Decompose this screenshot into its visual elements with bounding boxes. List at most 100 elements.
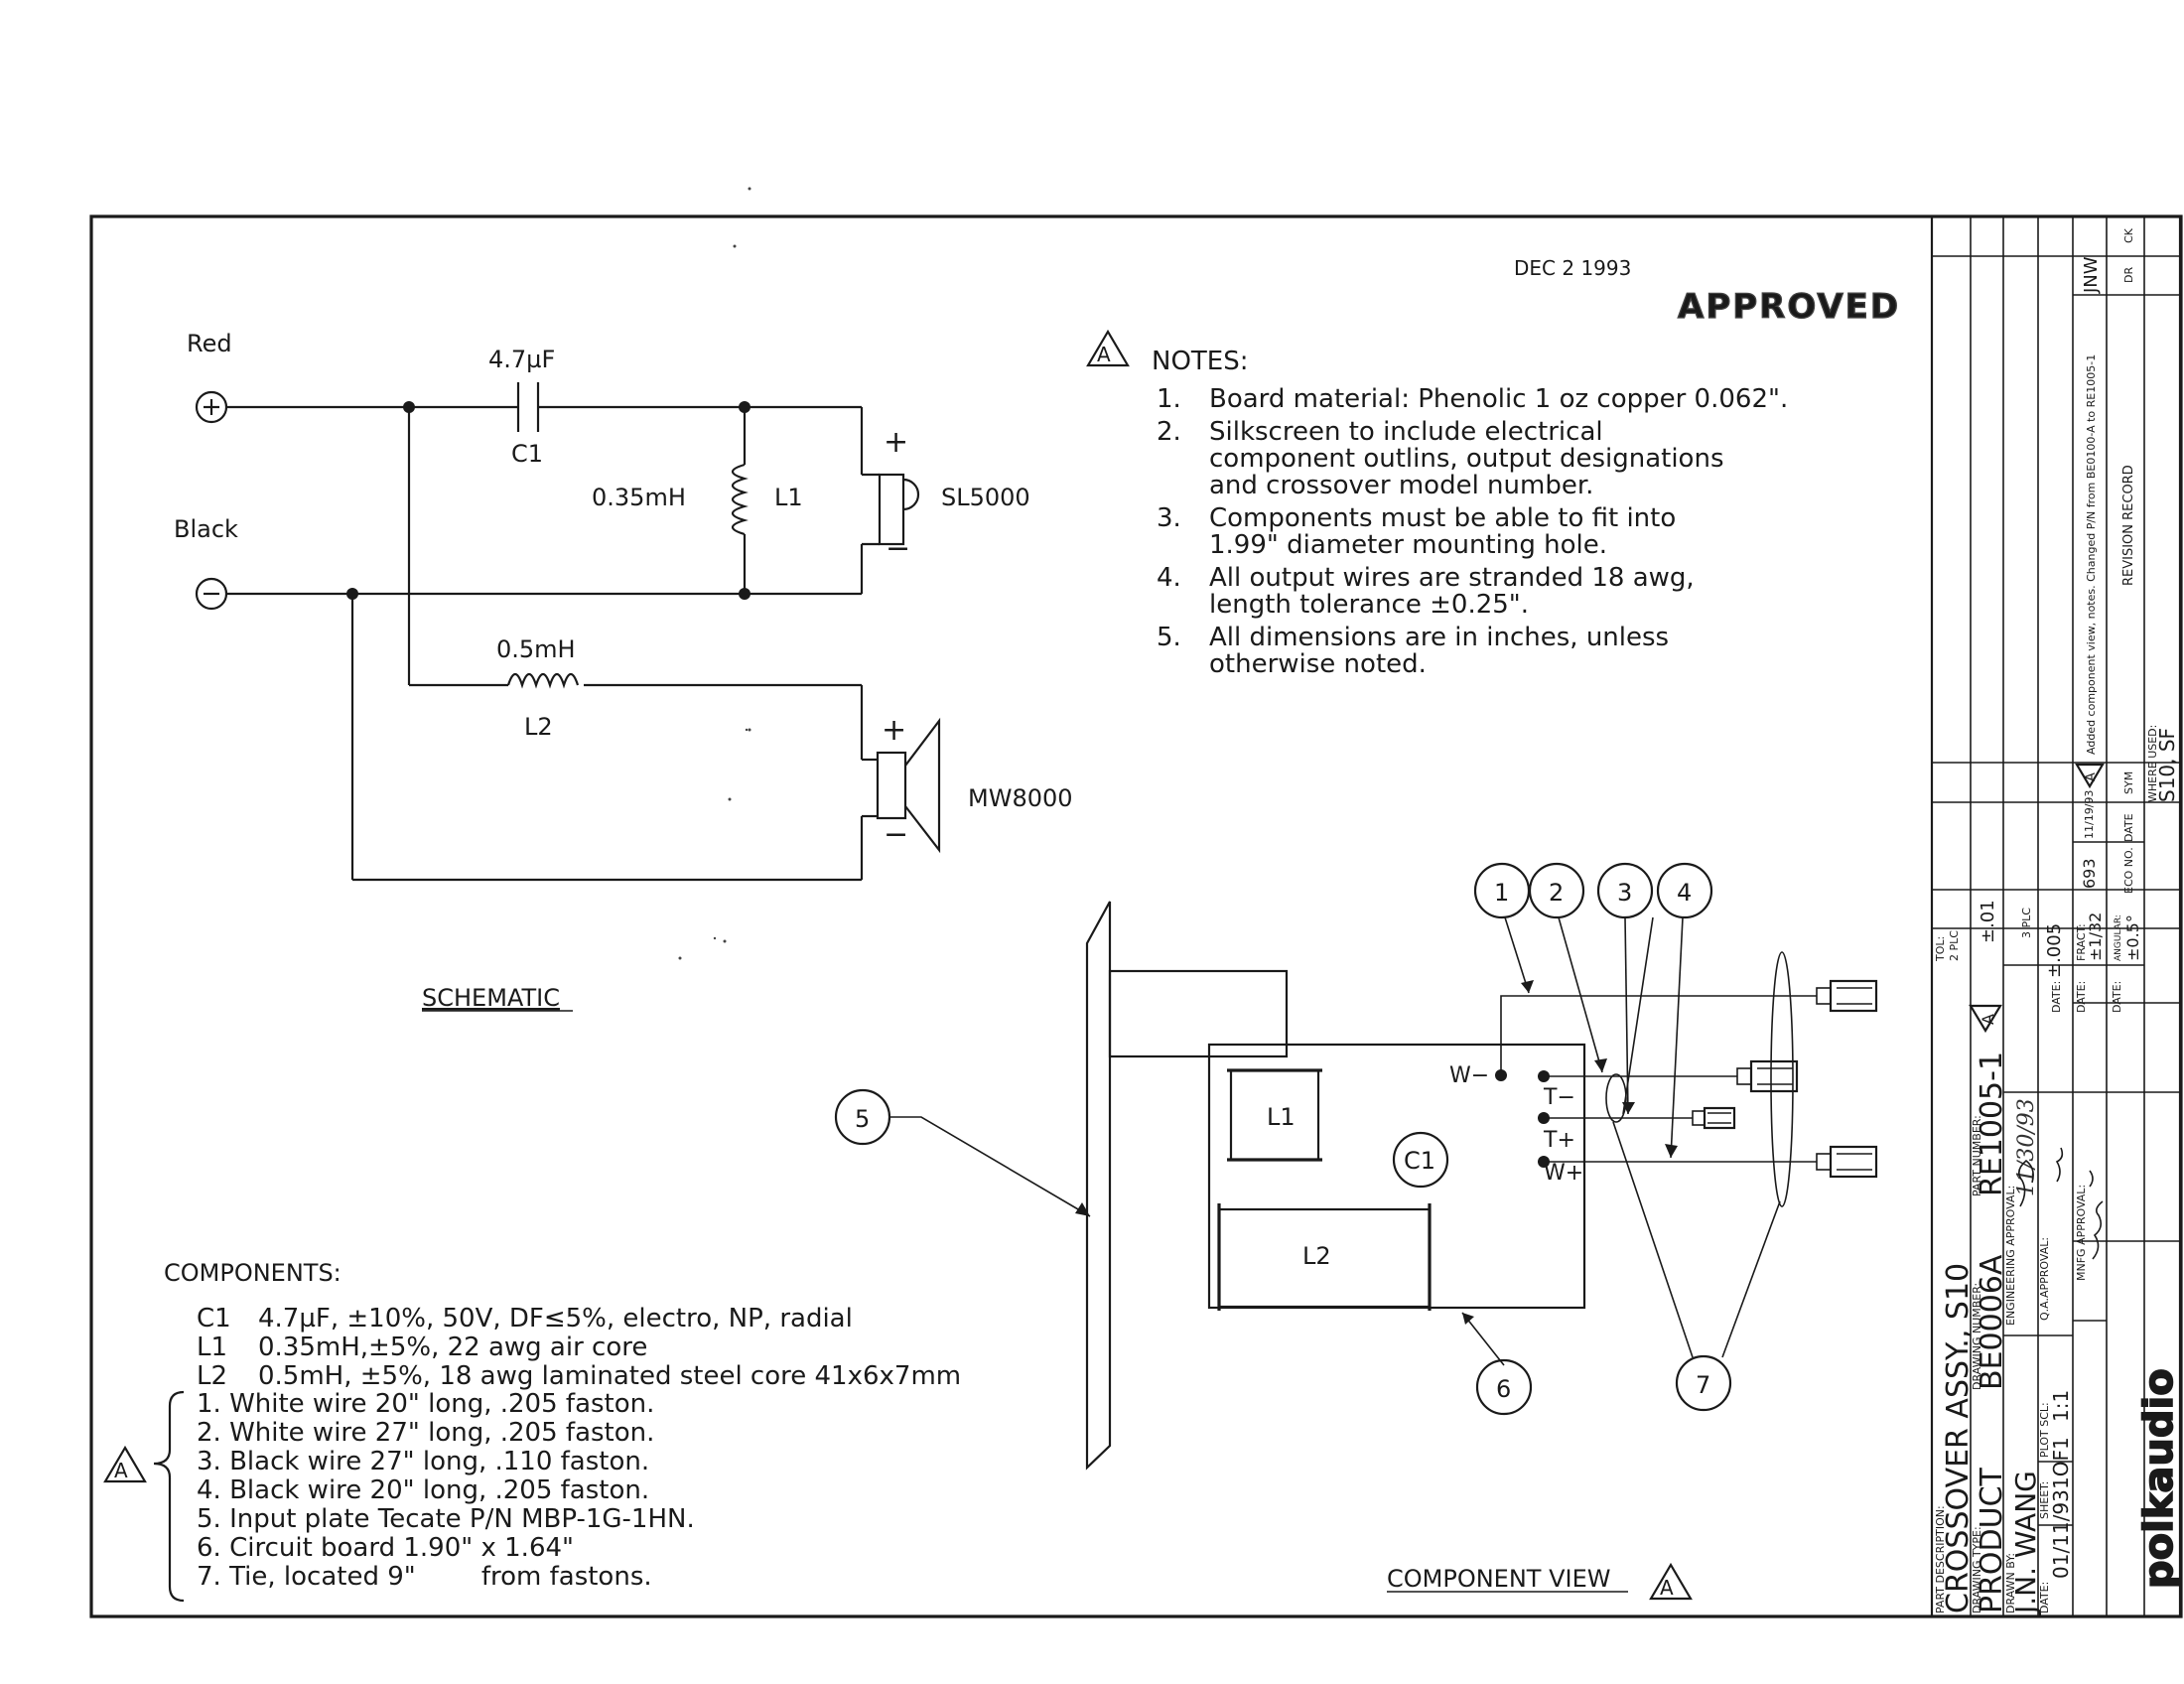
mnfg-approval-label: MNFG APPROVAL: xyxy=(2075,1185,2088,1281)
item-line: 1. White wire 20" long, .205 faston. xyxy=(197,1389,654,1419)
note-line: All output wires are stranded 18 awg, xyxy=(1209,563,1695,593)
plot-scale-value: 1:1 xyxy=(2049,1390,2073,1422)
woofer-minus: − xyxy=(884,817,908,852)
terminal-t-plus: T+ xyxy=(1543,1128,1575,1153)
terminal-w-minus: W− xyxy=(1449,1063,1489,1088)
note-line: 1.99" diameter mounting hole. xyxy=(1209,530,1607,560)
dr-label: DR xyxy=(2122,267,2135,283)
board-l2: L2 xyxy=(1217,1203,1432,1311)
item-line: 5. Input plate Tecate P/N MBP-1G-1HN. xyxy=(197,1504,695,1534)
balloon-6: 6 xyxy=(1475,1358,1533,1416)
engineering-approval-label: ENGINEERING APPROVAL: xyxy=(2004,1186,2017,1326)
fract-value: ±1/32 xyxy=(2086,912,2105,961)
sheet-label: SHEET: xyxy=(2038,1481,2051,1519)
where-used: S10, SF xyxy=(2155,728,2179,802)
ck-label: CK xyxy=(2122,227,2135,243)
faston-2-icon xyxy=(1736,1059,1799,1093)
tol-3plc-label: 3 PLC xyxy=(2020,908,2033,938)
engineering-approval-date: 11/30/93 xyxy=(2014,1098,2039,1196)
tweeter-speaker-icon xyxy=(862,473,920,546)
items-list: 1. White wire 20" long, .205 faston.2. W… xyxy=(197,1389,695,1592)
schematic-title: SCHEMATIC xyxy=(422,984,560,1012)
inductor-l1-icon xyxy=(731,463,749,536)
note-line: All dimensions are in inches, unless xyxy=(1209,623,1669,652)
item-line: 4. Black wire 20" long, .205 faston. xyxy=(197,1475,649,1505)
scan-specks xyxy=(678,187,751,960)
c1-ref: C1 xyxy=(511,440,543,468)
woofer-speaker-icon xyxy=(862,717,941,854)
black-terminal-icon xyxy=(195,577,228,611)
drawing-number: BE0006A xyxy=(1975,1254,2009,1390)
revision-triangle-icon: A xyxy=(1086,329,1130,367)
drawn-by-label: DRAWN BY: xyxy=(2004,1553,2017,1614)
tol-3plc-value: ±.005 xyxy=(2044,923,2065,978)
part-number-rev-symbol: A xyxy=(1979,1014,1997,1025)
part-ref: L1 xyxy=(197,1333,227,1362)
plot-scale-label: PLOT SCL: xyxy=(2038,1402,2051,1458)
date-value: 01/11/93 xyxy=(2049,1489,2073,1579)
svg-text:3: 3 xyxy=(1617,879,1632,907)
input-plate xyxy=(1085,901,1289,1471)
tweeter-minus: − xyxy=(886,531,910,566)
svg-text:4: 4 xyxy=(1677,879,1692,907)
component-view: L1 L2 C1 W− T− T+ W+ xyxy=(834,862,1878,1601)
note-number: 3. xyxy=(1157,503,1181,533)
notes-heading: NOTES: xyxy=(1152,347,1249,376)
board-c1-label: C1 xyxy=(1404,1147,1435,1175)
revision-triangle-icon: A xyxy=(1649,1562,1693,1601)
drawing-type: PRODUCT xyxy=(1975,1467,2009,1614)
tol-3plc-date-label: DATE: xyxy=(2050,981,2063,1013)
balloon-3: 3 xyxy=(1596,862,1654,919)
note-line: otherwise noted. xyxy=(1209,649,1427,679)
part-number-rev-triangle-icon: A xyxy=(1969,1004,2002,1034)
schematic-wires xyxy=(226,405,864,882)
part-ref: L2 xyxy=(197,1361,227,1391)
board-l1: L1 xyxy=(1227,1068,1322,1162)
revision-triangle-icon: A xyxy=(103,1445,147,1483)
item-line: 3. Black wire 27" long, .110 faston. xyxy=(197,1447,649,1476)
where-used-label: WHERE USED: xyxy=(2146,725,2159,802)
drawing-number-label: DRAWING NUMBER: xyxy=(1971,1283,1983,1390)
part-ref: C1 xyxy=(197,1304,231,1333)
part-desc: 0.35mH,±5%, 22 awg air core xyxy=(258,1333,647,1362)
note-line: length tolerance ±0.25". xyxy=(1209,590,1529,620)
fract-label: FRACT: xyxy=(2075,923,2088,961)
part-description: CROSSOVER ASSY., S10 xyxy=(1941,1263,1976,1614)
leader-lines xyxy=(888,916,1781,1366)
angular-label: ANGULAR: xyxy=(2114,914,2123,961)
board-terminals: W− T− T+ W+ xyxy=(1449,1063,1583,1186)
polkaudio-logo: polkaudio xyxy=(2136,1368,2182,1589)
board-c1: C1 xyxy=(1392,1131,1449,1189)
angular-value: ±0.5° xyxy=(2123,914,2142,961)
item-line: 7. Tie, located 9" from fastons. xyxy=(197,1562,652,1592)
terminal-w-plus: W+ xyxy=(1544,1161,1583,1186)
component-view-rev-symbol: A xyxy=(1660,1576,1674,1600)
drawing-type-label: DRAWING TYPE: xyxy=(1971,1526,1983,1614)
revision-eco: 693 xyxy=(2080,858,2099,889)
item-line: 6. Circuit board 1.90" x 1.64" xyxy=(197,1533,574,1563)
note-line: Silkscreen to include electrical xyxy=(1209,417,1603,447)
tweeter-label: SL5000 xyxy=(941,484,1030,511)
l2-ref: L2 xyxy=(524,713,553,741)
note-line: and crossover model number. xyxy=(1209,471,1593,500)
notes-list: 1. Board material: Phenolic 1 oz copper 0… xyxy=(1157,384,1788,679)
qa-date-label: DATE: xyxy=(2075,981,2088,1013)
part-number-label: PART NUMBER: xyxy=(1971,1115,1983,1196)
approval-signatures-icon xyxy=(2018,1147,2104,1260)
revision-record-label: REVISION RECORD xyxy=(2121,465,2136,586)
stamp-word: APPROVED xyxy=(1678,287,1900,327)
drawn-by: J.N. WANG xyxy=(2009,1471,2042,1615)
tol-label: TOL: xyxy=(1934,936,1947,962)
note-line: Components must be able to fit into xyxy=(1209,503,1676,533)
note-number: 1. xyxy=(1157,384,1181,414)
approval-stamp: DEC 2 1993 APPROVED xyxy=(1514,256,1900,328)
board-l1-label: L1 xyxy=(1267,1103,1296,1131)
junction-dots xyxy=(346,401,751,600)
tol-2plc-value: ±.01 xyxy=(1978,900,1998,943)
l2-value: 0.5mH xyxy=(496,635,576,663)
part-number: RE1005-1 xyxy=(1975,1052,2009,1196)
note-line: Board material: Phenolic 1 oz copper 0.0… xyxy=(1209,384,1788,414)
notes-section: A NOTES: 1. Board material: Phenolic 1 oz… xyxy=(1086,329,1788,679)
board-l2-label: L2 xyxy=(1302,1242,1331,1270)
